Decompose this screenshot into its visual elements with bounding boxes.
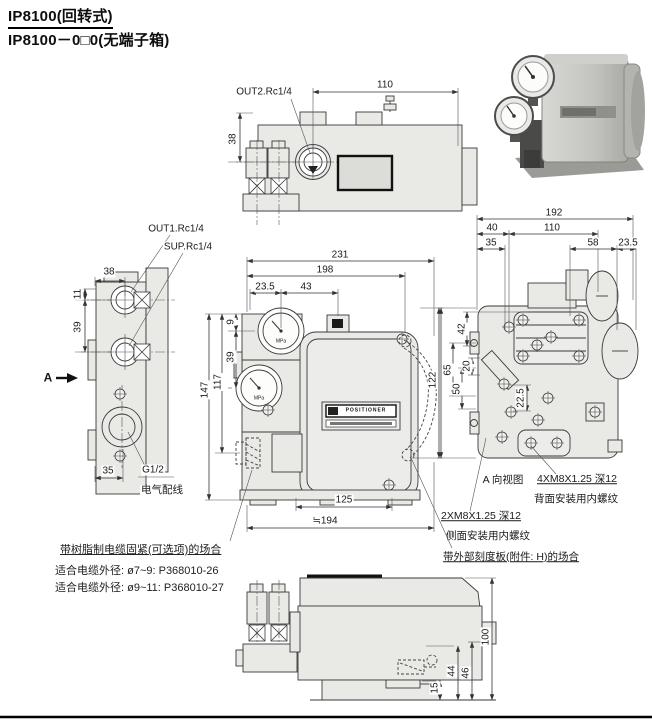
front-dim-39: 39 <box>225 350 237 364</box>
gland-note-line2: 适合电缆外径: ø9~11: P368010-27 <box>55 582 224 594</box>
back-dim-23-5: 23.5 <box>617 237 639 249</box>
rear-thread-label: 4XM8X1.25 深12 <box>537 473 617 486</box>
front-view-drawing <box>205 257 453 549</box>
scale-plate-note: 带外部刻度板(附件: H)的场合 <box>443 551 579 564</box>
back-dim-58: 58 <box>586 237 600 249</box>
gauge1-unit: MPa <box>275 338 287 345</box>
side-thread-note: 侧面安装用内螺纹 <box>446 530 530 543</box>
page-title: IP8100(回转式) <box>8 5 113 29</box>
side-dim-35: 35 <box>101 465 115 477</box>
out2-port-label: OUT2.Rc1/4 <box>235 86 293 98</box>
view-a-label: A 向视图 <box>482 474 524 487</box>
back-dim-40: 40 <box>485 222 499 234</box>
gauge2-unit: MPa <box>253 395 265 402</box>
front-dim-9: 9 <box>225 318 237 326</box>
front-dim-43: 43 <box>299 281 313 293</box>
front-dim-23-5: 23.5 <box>254 281 276 293</box>
back-dim-42: 42 <box>456 322 468 336</box>
front-dim-231: 231 <box>330 249 350 261</box>
rear-thread-note: 背面安装用内螺纹 <box>534 493 618 506</box>
top-dim-38: 38 <box>227 132 239 146</box>
back-dim-35: 35 <box>484 237 498 249</box>
bottom-dim-15: 15 <box>429 681 441 695</box>
nameplate-text: POSITIONER <box>345 407 387 414</box>
back-dim-20: 20 <box>461 359 473 373</box>
side-dim-38: 38 <box>102 266 116 278</box>
front-dim-125: 125 <box>334 494 354 506</box>
bottom-dim-46: 46 <box>460 666 472 680</box>
front-dim-198: 198 <box>315 264 335 276</box>
side-dim-39: 39 <box>72 320 84 334</box>
side-dim-11: 11 <box>72 287 84 301</box>
front-dim-194: ≒194 <box>311 515 339 527</box>
gland-note-line1: 适合电缆外径: ø7~9: P368010-26 <box>55 565 219 577</box>
back-view-drawing <box>437 215 639 512</box>
view-a-arrow-label: A <box>43 370 53 385</box>
bottom-dim-44: 44 <box>446 664 458 678</box>
bottom-view-drawing <box>235 574 497 701</box>
top-view-drawing <box>228 88 478 225</box>
gland-note-title: 带树脂制电缆固紧(可选项)的场合 <box>60 544 222 556</box>
back-dim-65: 65 <box>442 363 454 377</box>
sup-port-label: SUP.Rc1/4 <box>162 241 214 253</box>
top-dim-110: 110 <box>376 79 394 91</box>
out1-port-label: OUT1.Rc1/4 <box>147 223 205 235</box>
front-dim-122: 122 <box>427 370 439 390</box>
side-view-drawing <box>56 234 184 495</box>
back-dim-22-5: 22.5 <box>515 387 527 409</box>
product-photo <box>494 54 645 178</box>
back-dim-192: 192 <box>544 207 564 219</box>
side-thread-label: 2XM8X1.25 深12 <box>441 510 521 523</box>
front-dim-117: 117 <box>212 373 224 391</box>
bottom-dim-100: 100 <box>480 627 492 647</box>
back-dim-110: 110 <box>543 222 561 234</box>
front-dim-147: 147 <box>199 380 211 400</box>
page-subtitle: IP8100－0□0(无端子箱) <box>8 32 170 49</box>
back-dim-50: 50 <box>451 382 463 396</box>
conduit-note: 电气配线 <box>140 484 184 497</box>
conduit-label: G1/2 <box>141 464 165 476</box>
